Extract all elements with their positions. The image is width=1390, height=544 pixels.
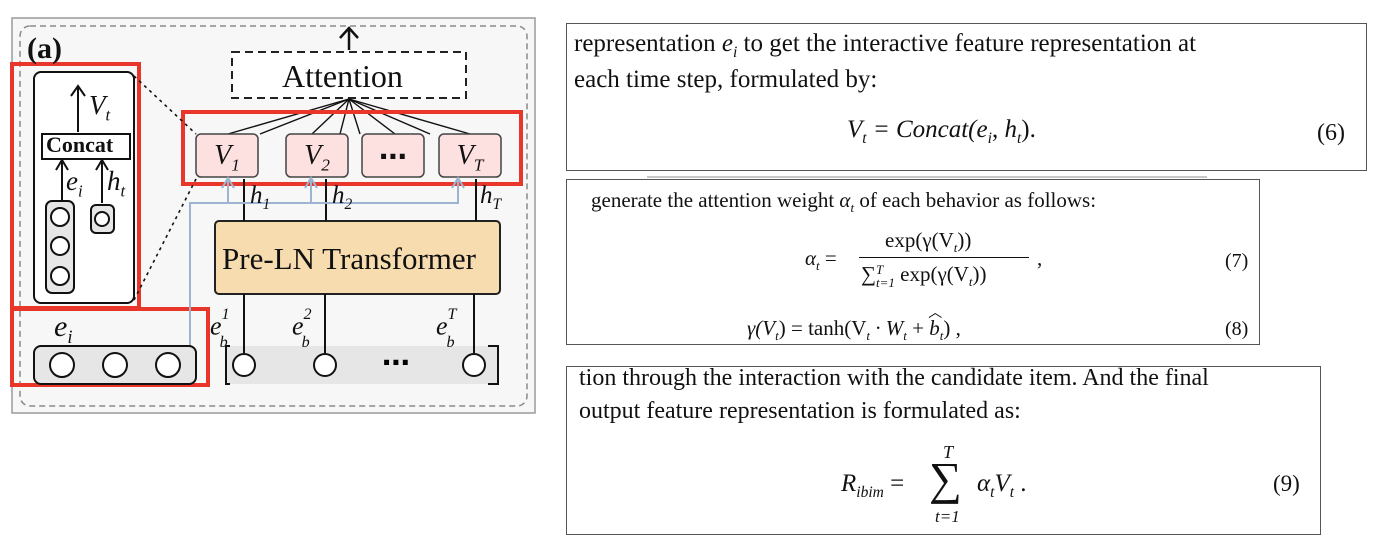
equation-9-sum-top: T	[943, 442, 954, 462]
panel-label: (a)	[27, 32, 62, 65]
equation-9-sum: ∑	[929, 453, 962, 504]
v-label-ellipsis: ⋯	[379, 140, 407, 173]
diagram-graphics: ⋯	[10, 17, 536, 414]
ei-label: ei	[54, 310, 73, 348]
equation-9-number: (9)	[1273, 471, 1300, 496]
eb-label-1: e1b	[210, 306, 230, 351]
attention-fan-lines	[227, 98, 471, 135]
v-box-ellipsis	[361, 133, 425, 178]
panel1-line2: each time step, formulated by:	[574, 66, 878, 93]
equation-9-lhs: Ribim =	[841, 470, 905, 501]
equation-7-fraction-bar	[859, 257, 1029, 258]
text-panel-eq6: representation ei to get the interactive…	[566, 23, 1367, 171]
eb-label-T: eTb	[436, 306, 457, 351]
panel3-line1: tion through the interaction with the ca…	[579, 365, 1209, 391]
cropped-line-fragment	[647, 176, 1207, 184]
concat-label: Concat	[46, 132, 114, 157]
figure-a-diagram: ⋯ (a) Attention Pre-LN Transformer Conca…	[0, 0, 560, 544]
behavior-nodes	[225, 294, 499, 385]
v-boxes	[195, 133, 502, 178]
attention-box	[231, 51, 467, 99]
concat-box	[41, 133, 131, 160]
panel2-line1: generate the attention weight αt of each…	[591, 188, 1097, 216]
dotted-connectors	[133, 75, 197, 301]
h-lines	[243, 179, 477, 221]
equation-9-sum-bottom: t=1	[935, 507, 960, 526]
panel1-line1: representation ei to get the interactive…	[574, 30, 1197, 61]
equation-7-number: (7)	[1225, 250, 1249, 272]
behavior-ellipsis: ⋯	[382, 346, 410, 379]
equation-9-term: αtVt .	[977, 470, 1027, 501]
v-box-T	[438, 133, 502, 178]
equation-8-number: (8)	[1225, 318, 1249, 340]
equation-6: Vt = Concat(ei, ht).	[847, 116, 1036, 147]
side-ei-label: ei	[66, 166, 83, 201]
highlight-v-row	[181, 110, 523, 186]
v-box-1	[195, 133, 259, 178]
equation-6-number: (6)	[1317, 120, 1345, 146]
equation-7-lhs: αt =	[805, 246, 837, 274]
eb-label-2: e2b	[292, 306, 312, 351]
equation-7-numerator: exp(γ(Vt))	[885, 228, 972, 256]
text-panel-eq7-8: generate the attention weight αt of each…	[566, 176, 1260, 345]
v-label-2: V2	[304, 140, 330, 175]
transformer-label: Pre-LN Transformer	[222, 241, 476, 276]
side-v-label: Vt	[89, 90, 111, 125]
side-ht-label: ht	[107, 166, 126, 201]
h-label-2: h2	[332, 182, 353, 213]
v-box-2	[285, 133, 349, 178]
inner-dashed-frame	[19, 25, 528, 407]
v-label-1: V1	[214, 140, 240, 175]
equation-7-trailing: ,	[1037, 246, 1043, 270]
h-label-1: h1	[250, 182, 271, 213]
v-label-T: VT	[456, 140, 484, 175]
h-label-T: hT	[480, 182, 502, 213]
panel3-line2: output feature representation is formula…	[579, 398, 1021, 424]
ei-feedback-lines	[189, 176, 465, 345]
attention-label: Attention	[282, 58, 403, 94]
transformer-box	[214, 220, 501, 295]
equation-8: γ(Vt) = tanh(Vt · Wt + b︿t) ,	[747, 306, 961, 344]
text-panel-eq9: tion through the interaction with the ca…	[566, 365, 1321, 535]
behavior-row-bg	[226, 346, 498, 384]
